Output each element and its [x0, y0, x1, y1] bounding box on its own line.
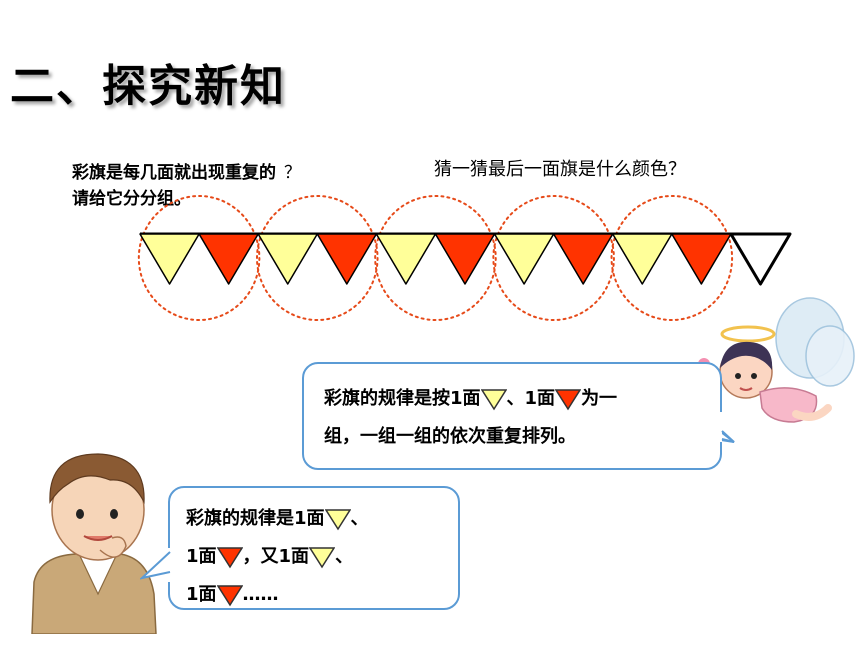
bubble2-line2-c: 、 [335, 546, 354, 567]
bubble2-line3-a: 1面 [186, 584, 217, 605]
bubble2-line3-b: …… [242, 584, 279, 605]
speech-bubble-fairy: 彩旗的规律是按1面 、1面 为一 组，一组一组的依次重复排列。 [302, 362, 722, 470]
bubble2-line2-a: 1面 [186, 546, 217, 567]
question-mark: ？ [284, 163, 301, 183]
bubble1-text-line2: 组，一组一组的依次重复排列。 [324, 426, 576, 447]
group-circle [137, 195, 261, 321]
bubble1-text-part1: 彩旗的规律是按1面 [324, 388, 481, 409]
question-group-repeat: 彩旗是每几面就出现重复的 ？ 请给它分分组。 [72, 160, 301, 212]
question-line-1: 彩旗是每几面就出现重复的 [72, 163, 276, 183]
bubble2-line2-b: ，又1面 [242, 546, 310, 567]
flag-yellow [493, 233, 555, 285]
group-circle [256, 195, 379, 321]
yellow-flag-icon [480, 389, 507, 411]
flag-red [671, 233, 732, 285]
red-flag-icon [216, 585, 243, 607]
bubble1-text-part3: 为一 [581, 388, 618, 409]
flag-red [552, 233, 614, 285]
question-guess-last-flag: 猜一猜最后一面旗是什么颜色？ [434, 159, 686, 180]
bubble2-line1-b: 、 [350, 508, 369, 529]
flag-unknown [729, 232, 792, 286]
group-circle [492, 195, 615, 321]
flag-yellow [375, 233, 437, 285]
speech-bubble-boy: 彩旗的规律是1面、 1面，又1面、 1面…… [168, 486, 460, 610]
flag-red [198, 233, 259, 285]
group-circle [610, 195, 734, 321]
flag-yellow [139, 233, 200, 285]
fairy-character-illustration [698, 297, 855, 423]
flag-red [316, 233, 378, 285]
bubble1-text-part2: 、1面 [506, 388, 556, 409]
flag-red [434, 233, 496, 285]
boy-character-illustration [31, 453, 157, 634]
flag-yellow [257, 233, 319, 285]
red-flag-icon [555, 389, 582, 411]
slide-title: 二、探究新知 [10, 61, 286, 112]
bubble-tail-fairy [700, 412, 735, 443]
red-flag-icon [216, 547, 243, 569]
bubble2-line1-a: 彩旗的规律是1面 [186, 508, 325, 529]
group-circle [374, 195, 497, 321]
flag-yellow [611, 233, 673, 285]
bubble-tail-boy [140, 548, 172, 582]
yellow-flag-icon [309, 547, 336, 569]
yellow-flag-icon [324, 509, 351, 531]
question-line-2: 请给它分分组。 [72, 189, 191, 209]
